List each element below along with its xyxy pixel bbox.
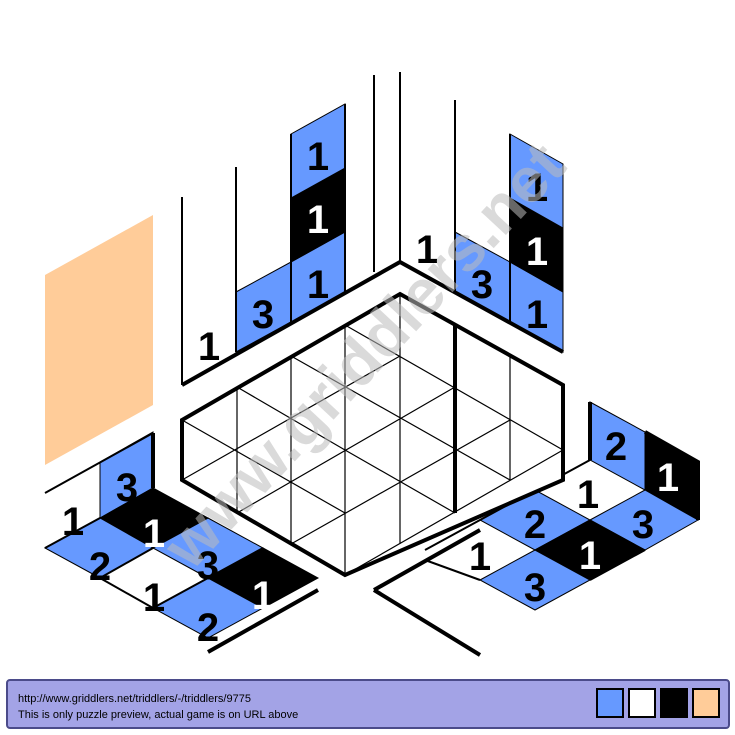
puzzle-url[interactable]: http://www.griddlers.net/triddlers/-/tri… bbox=[18, 693, 251, 705]
clue-number: 1 bbox=[579, 534, 601, 578]
clue-number: 2 bbox=[605, 425, 627, 469]
preview-note: This is only puzzle preview, actual game… bbox=[18, 709, 299, 721]
clue-number: 2 bbox=[197, 606, 219, 650]
clue-number: 3 bbox=[524, 566, 546, 610]
color-swatch-peach[interactable] bbox=[692, 688, 720, 718]
clue-number: 1 bbox=[143, 512, 165, 556]
color-palette bbox=[596, 688, 720, 718]
clue-column-dividers bbox=[399, 72, 511, 322]
clue-number: 1 bbox=[657, 456, 679, 500]
clue-number: 3 bbox=[116, 466, 138, 510]
clue-base-line bbox=[181, 260, 401, 387]
clue-group-bottom-right: 2 1 1 2 3 1 1 3 bbox=[372, 401, 700, 657]
clue-number: 1 bbox=[252, 574, 274, 618]
clue-number: 2 bbox=[89, 545, 111, 589]
clue-number: 1 bbox=[526, 166, 548, 210]
clue-number: 1 bbox=[416, 228, 438, 272]
clue-base-line bbox=[399, 260, 564, 354]
clue-base-line bbox=[372, 402, 700, 657]
clue-number: 1 bbox=[198, 325, 220, 369]
clue-group-bottom-left: 3 1 1 2 3 1 1 2 bbox=[43, 431, 320, 654]
clue-row-dividers bbox=[44, 432, 264, 609]
color-swatch-white[interactable] bbox=[628, 688, 656, 718]
clue-number: 3 bbox=[471, 263, 493, 307]
color-swatch-black[interactable] bbox=[660, 688, 688, 718]
clue-number: 1 bbox=[307, 198, 329, 242]
clue-number: 3 bbox=[632, 503, 654, 547]
clue-number: 3 bbox=[197, 544, 219, 588]
preview-footer: http://www.griddlers.net/triddlers/-/tri… bbox=[6, 679, 730, 729]
clue-number: 1 bbox=[526, 230, 548, 274]
clue-column-dividers bbox=[181, 75, 375, 385]
clue-group-top-right: 1 3 1 1 1 bbox=[399, 72, 564, 354]
clue-number: 3 bbox=[252, 293, 274, 337]
clue-number: 2 bbox=[524, 503, 546, 547]
clue-base-line bbox=[151, 433, 319, 654]
clue-number: 1 bbox=[62, 500, 84, 544]
clue-group-top-left: 1 3 1 1 1 bbox=[181, 75, 401, 387]
clue-number: 1 bbox=[577, 473, 599, 517]
clue-number: 1 bbox=[307, 263, 329, 307]
clue-number: 1 bbox=[526, 293, 548, 337]
clue-number: 1 bbox=[143, 576, 165, 620]
clue-number: 1 bbox=[307, 135, 329, 179]
grid-outline bbox=[180, 291, 565, 578]
color-swatch-blue[interactable] bbox=[596, 688, 624, 718]
clue-number: 1 bbox=[469, 535, 491, 579]
puzzle-grid[interactable] bbox=[180, 291, 565, 578]
active-color-swatch[interactable] bbox=[45, 215, 153, 465]
